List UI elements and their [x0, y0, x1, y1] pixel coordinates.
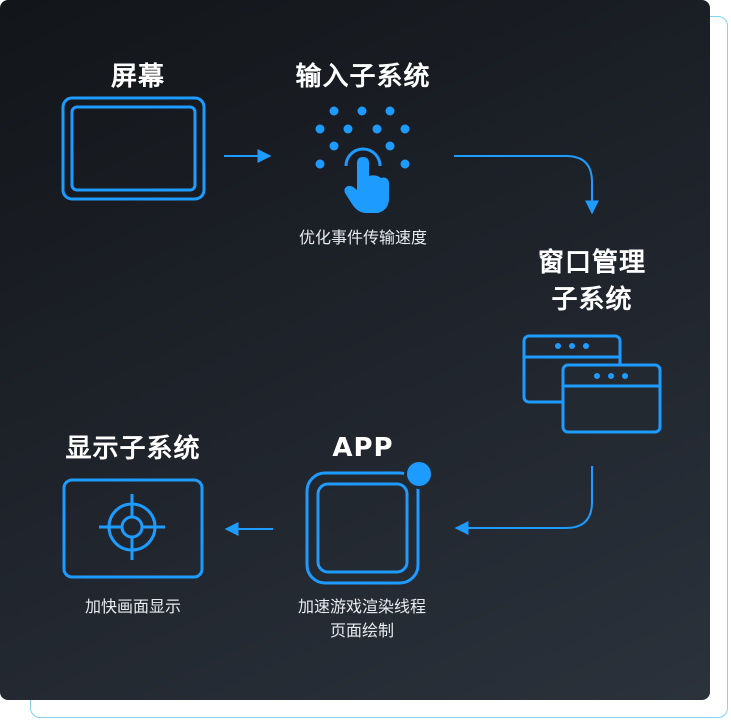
touch-icon — [315, 106, 410, 213]
diagram-panel: 屏幕 输入子系统 优化事件传输速度 窗口管理 子系统 APP 加速游戏渲染线程 … — [0, 0, 710, 700]
arrow-input-to-window — [454, 155, 599, 215]
input-subsystem-title: 输入子系统 — [295, 62, 431, 92]
window-subsystem-title-line2: 子系统 — [551, 285, 633, 315]
windows-icon — [522, 334, 662, 434]
diagram-graphics — [61, 96, 662, 585]
crosshair-icon — [62, 478, 204, 579]
display-subsystem-caption: 加快画面显示 — [84, 597, 181, 616]
app-caption-line2: 页面绘制 — [329, 621, 394, 640]
display-subsystem-title: 显示子系统 — [65, 434, 201, 464]
screen-title: 屏幕 — [110, 62, 165, 92]
app-caption-line1: 加速游戏渲染线程 — [297, 597, 426, 616]
app-icon — [305, 459, 434, 585]
arrow-window-to-app — [454, 466, 593, 535]
screen-icon — [61, 96, 206, 201]
input-subsystem-caption: 优化事件传输速度 — [298, 228, 427, 247]
app-title: APP — [332, 433, 394, 463]
window-subsystem-title-line1: 窗口管理 — [537, 248, 646, 278]
